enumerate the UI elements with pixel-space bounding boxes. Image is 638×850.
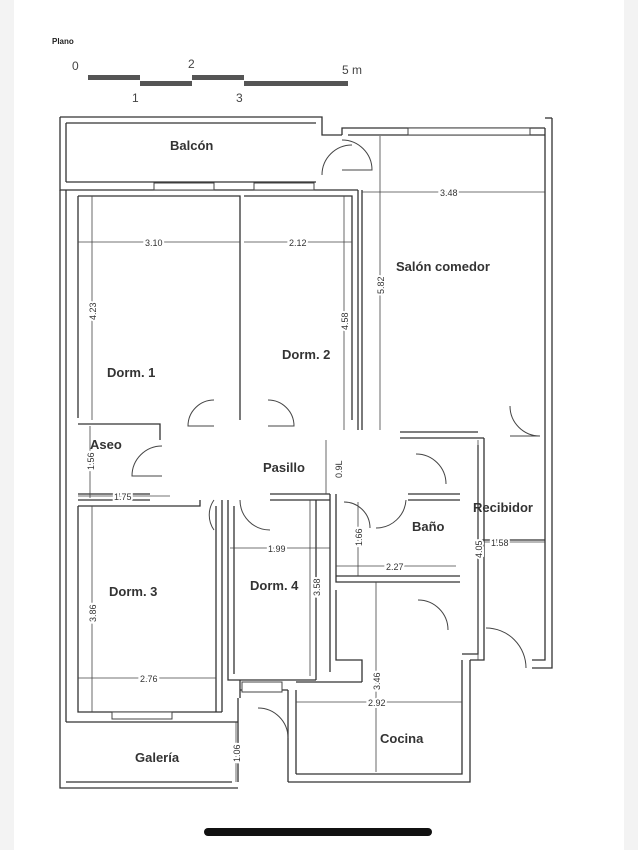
room-bano: Baño [412, 519, 445, 534]
room-dorm-4: Dorm. 4 [250, 578, 299, 593]
dim-dorm2-width: 2.12 [289, 238, 307, 248]
room-galeria: Galería [135, 750, 180, 765]
scale-bar: 0 1 2 3 5 m [72, 57, 362, 105]
walls [59, 116, 553, 789]
windows [111, 127, 531, 720]
dim-dorm3-width: 2.76 [140, 674, 158, 684]
room-salon-comedor: Salón comedor [396, 259, 490, 274]
scale-label-3: 3 [236, 91, 243, 105]
dim-aseo-width: 1.75 [114, 492, 132, 502]
scale-label-1: 1 [132, 91, 139, 105]
dim-cocina-width: 2.92 [368, 698, 386, 708]
door-swings [131, 139, 541, 739]
scale-label-2: 2 [188, 57, 195, 71]
dimension-lines [78, 136, 545, 782]
dim-bano-width: 2.27 [386, 562, 404, 572]
dim-aseo-height: 1.56 [86, 452, 96, 470]
dimension-labels-vertical: 5.82 4.23 4.58 1.56 0.9L 1.66 4.05 3.58 … [84, 274, 486, 764]
dim-salon-width: 3.48 [440, 188, 458, 198]
dim-cocina-height: 3.46 [372, 672, 382, 690]
dim-dorm2-height: 4.58 [340, 312, 350, 330]
home-indicator[interactable] [204, 828, 432, 836]
dim-dorm1-width: 3.10 [145, 238, 163, 248]
dim-dorm1-height: 4.23 [88, 302, 98, 320]
screen-edge-left [0, 0, 14, 850]
dim-recibidor-height: 4.05 [474, 540, 484, 558]
room-recibidor: Recibidor [473, 500, 533, 515]
dim-galeria-height: 1.06 [232, 744, 242, 762]
plan-title: Plano [52, 37, 74, 46]
room-dorm-2: Dorm. 2 [282, 347, 330, 362]
room-pasillo: Pasillo [263, 460, 305, 475]
dimension-labels: 3.48 3.10 2.12 1.75 1.58 2.27 1.99 2.76 … [112, 186, 511, 710]
room-cocina: Cocina [380, 731, 424, 746]
dim-dorm4-height: 3.58 [312, 578, 322, 596]
dim-salon-height: 5.82 [376, 276, 386, 294]
dim-dorm4-width: 1.99 [268, 544, 286, 554]
dim-recibidor-width: 1.58 [491, 538, 509, 548]
scale-label-0: 0 [72, 59, 79, 73]
room-dorm-1: Dorm. 1 [107, 365, 155, 380]
room-balcon: Balcón [170, 138, 213, 153]
dim-pasillo-height: 0.9L [334, 460, 344, 478]
scale-label-5m: 5 m [342, 63, 362, 77]
room-aseo: Aseo [90, 437, 122, 452]
screen-edge-right [624, 0, 638, 850]
dim-bano-height: 1.66 [354, 528, 364, 546]
dim-dorm3-height: 3.86 [88, 604, 98, 622]
room-dorm-3: Dorm. 3 [109, 584, 157, 599]
